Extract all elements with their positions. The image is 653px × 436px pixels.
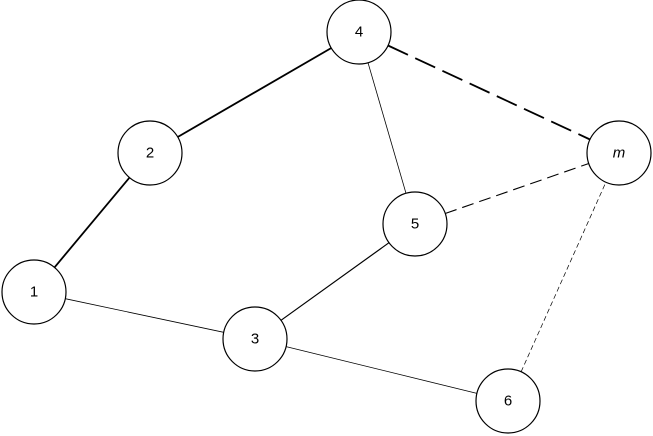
- edge-6-m: [520, 182, 607, 372]
- node-3: 3: [222, 306, 288, 372]
- node-circle: [117, 120, 183, 186]
- edge-1-3: [65, 298, 224, 333]
- node-circle: [1, 259, 67, 325]
- edge-3-6: [286, 346, 477, 394]
- node-5: 5: [382, 191, 448, 257]
- node-circle: [475, 368, 541, 434]
- edge-1-2: [53, 177, 131, 268]
- node-circle: [326, 0, 392, 65]
- edges-layer: [53, 44, 607, 394]
- node-4: 4: [326, 0, 392, 65]
- edge-5-m: [445, 162, 589, 215]
- node-2: 2: [117, 120, 183, 186]
- node-label: 5: [411, 216, 419, 233]
- node-6: 6: [475, 368, 541, 434]
- node-label: 3: [251, 331, 259, 348]
- node-label: 2: [146, 145, 154, 162]
- node-m: m: [586, 120, 652, 186]
- edge-2-4: [177, 47, 332, 138]
- node-circle: [382, 191, 448, 257]
- edge-5-3: [280, 242, 390, 321]
- edge-4-m: [387, 44, 591, 141]
- edge-4-5: [367, 62, 407, 194]
- node-label: 4: [355, 24, 363, 41]
- node-circle: [222, 306, 288, 372]
- node-label: 6: [504, 393, 512, 410]
- node-label: 1: [30, 284, 38, 301]
- node-1: 1: [1, 259, 67, 325]
- node-label: m: [613, 145, 626, 162]
- node-circle: [586, 120, 652, 186]
